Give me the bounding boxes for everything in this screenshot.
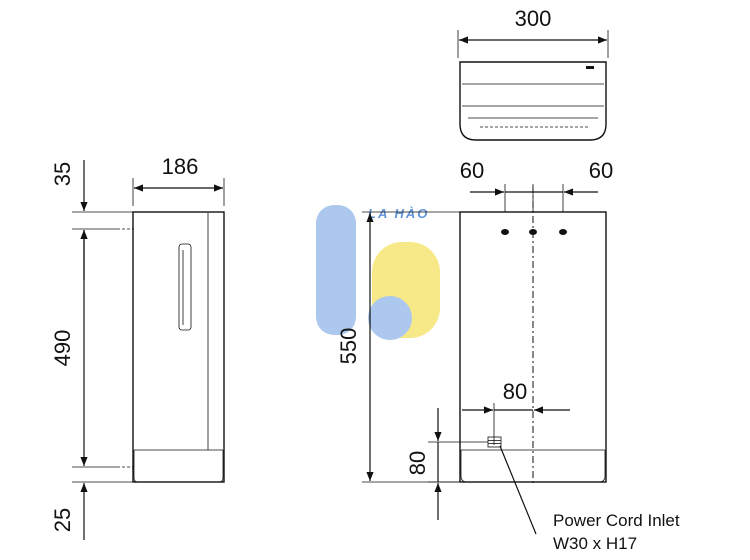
side-depth-label: 186 [162, 154, 199, 179]
side-body-height-label: 490 [50, 330, 75, 367]
inlet-note-line2: W30 x H17 [553, 534, 637, 553]
side-top-offset-label: 35 [50, 162, 75, 186]
mounting-hole-left [501, 229, 509, 235]
mounting-hole-center [529, 229, 537, 235]
inlet-note-line1: Power Cord Inlet [553, 511, 680, 530]
watermark-blue-dot [368, 296, 412, 340]
watermark-blue-bar [316, 205, 356, 335]
inlet-leader-line [499, 445, 537, 535]
front-view: 60 60 550 80 80 [336, 158, 613, 535]
watermark-text: LA HÀO [368, 206, 429, 221]
top-width-label: 300 [515, 6, 552, 31]
front-height-label: 550 [336, 328, 361, 365]
left-spacing-label: 60 [460, 158, 484, 183]
side-view: 186 35 490 25 [50, 154, 225, 540]
side-bottom-offset-label: 25 [50, 508, 75, 532]
watermark-logo: LA HÀO [316, 205, 440, 340]
side-view-window [178, 243, 192, 331]
inlet-vertical-label: 80 [405, 451, 430, 475]
inlet-horizontal-label: 80 [503, 379, 527, 404]
mounting-hole-right [559, 229, 567, 235]
top-view-outline [459, 61, 607, 141]
right-spacing-label: 60 [589, 158, 613, 183]
side-view-body [132, 211, 225, 483]
top-view: 300 [457, 6, 609, 141]
